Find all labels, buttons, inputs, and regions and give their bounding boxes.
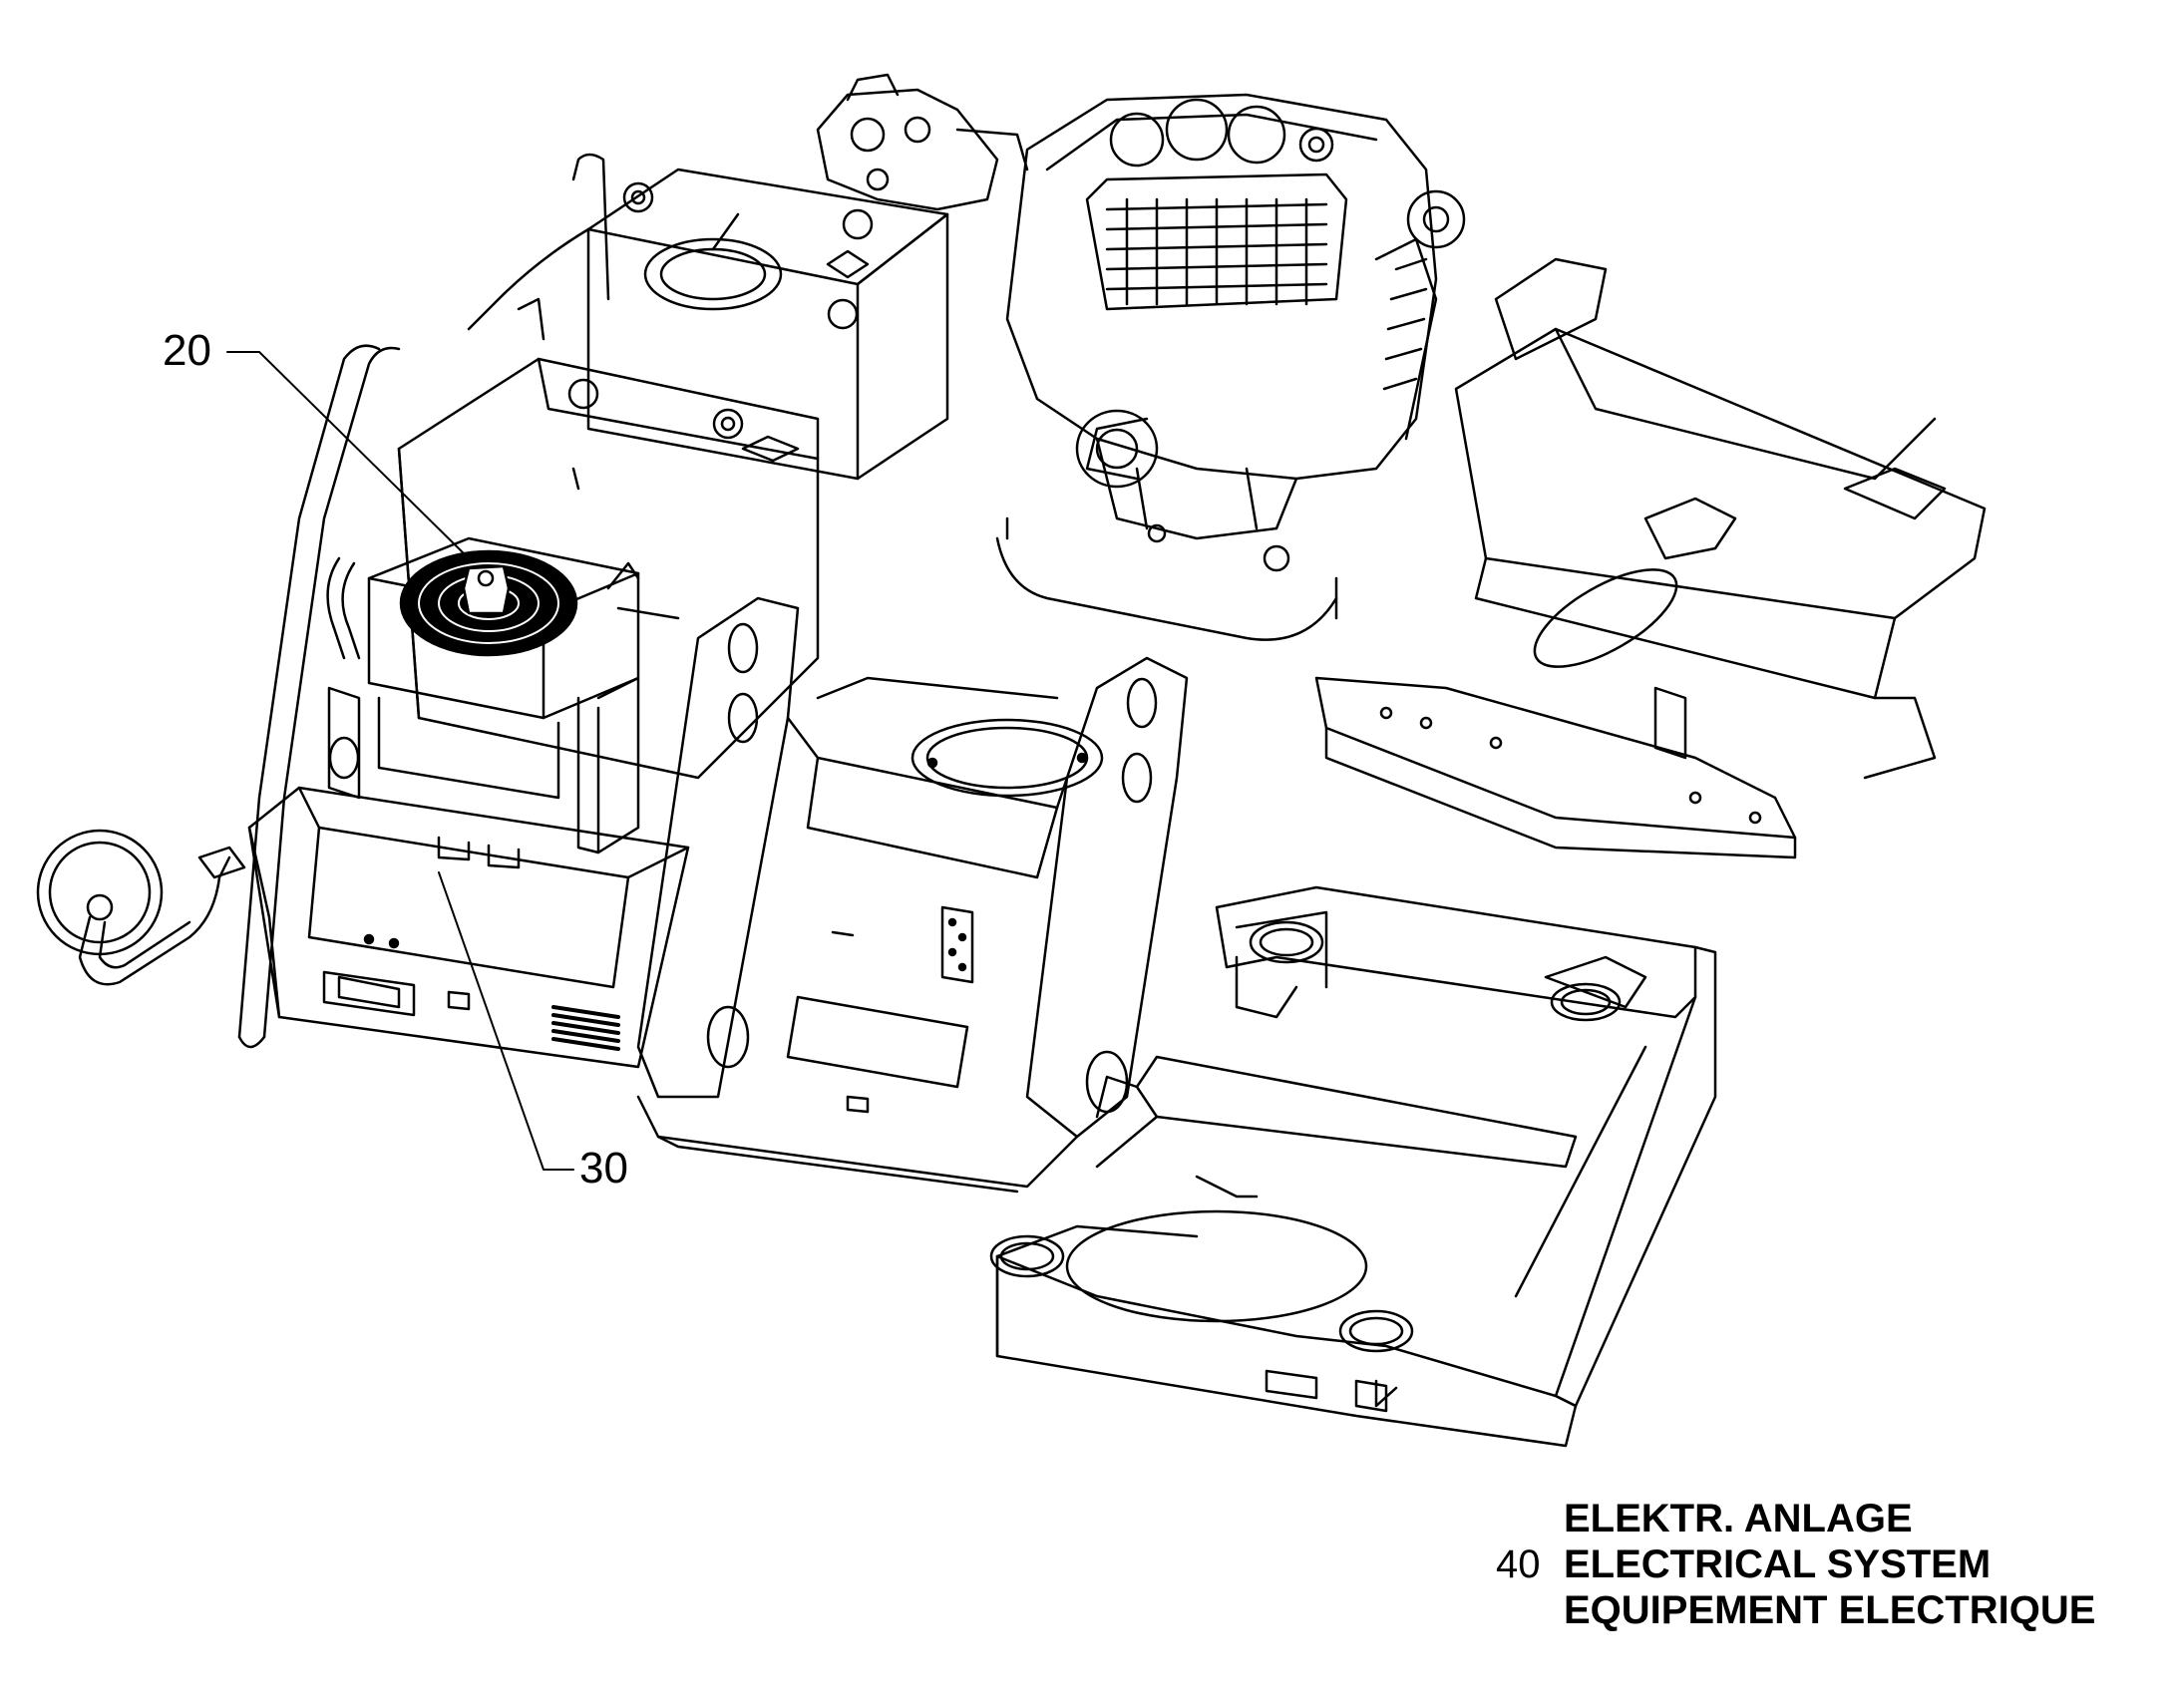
hydraulic-tank <box>586 168 949 481</box>
handrail-left <box>237 344 401 1049</box>
upper-frame <box>636 516 1338 1194</box>
leader-lines <box>226 351 574 1171</box>
hydraulic-pump <box>816 73 1029 211</box>
ventilation-grille <box>551 1005 620 1051</box>
engine-assembly <box>1005 93 1466 572</box>
title-block: ELEKTR. ANLAGE 40 ELECTRICAL SYSTEM EQUI… <box>1496 1496 2174 1633</box>
leader-line-20 <box>226 351 470 559</box>
title-row-en: 40 ELECTRICAL SYSTEM <box>1496 1541 2174 1587</box>
title-german: ELEKTR. ANLAGE <box>1564 1497 1913 1540</box>
boom-swing-bracket <box>636 596 1189 1139</box>
title-row-fr: EQUIPEMENT ELECTRIQUE <box>1496 1587 2174 1633</box>
cooler-fan-unit <box>326 536 680 854</box>
lower-right-frame <box>989 885 1717 1448</box>
right-frame-upper <box>1314 257 1987 859</box>
callout-label-20: 20 <box>163 326 211 375</box>
leader-line-30 <box>438 871 574 1171</box>
control-panel-box <box>247 786 690 1069</box>
group-number: 40 <box>1496 1542 1541 1586</box>
side-mirror <box>36 829 246 986</box>
title-english: ELECTRICAL SYSTEM <box>1564 1542 1992 1586</box>
handrail <box>467 153 610 341</box>
title-row-de: ELEKTR. ANLAGE <box>1496 1496 2174 1541</box>
title-french: EQUIPEMENT ELECTRIQUE <box>1564 1588 2096 1632</box>
callout-label-30: 30 <box>579 1144 628 1193</box>
